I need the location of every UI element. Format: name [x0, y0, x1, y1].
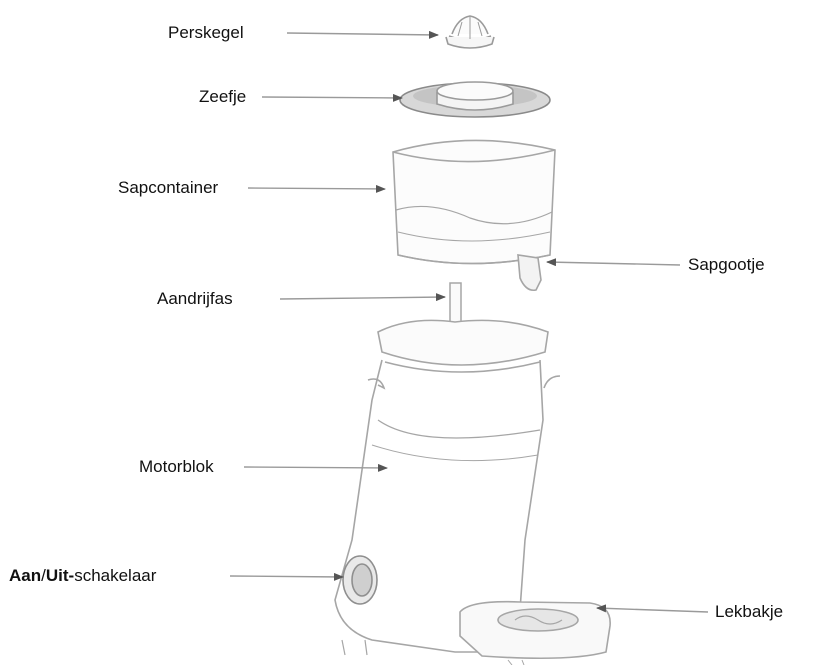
- zeefje-part: [400, 82, 550, 117]
- label-lekbakje: Lekbakje: [715, 602, 783, 622]
- perskegel-part: [446, 16, 494, 48]
- label-aandrijfas: Aandrijfas: [157, 289, 233, 309]
- label-sapgootje: Sapgootje: [688, 255, 765, 275]
- arrow-aan-uit-schakelaar: [230, 576, 343, 577]
- arrow-sapcontainer: [248, 188, 385, 189]
- lekbakje-part: [460, 602, 610, 665]
- label-zeefje: Zeefje: [199, 87, 246, 107]
- label-aan-uit-schakelaar: Aan/Uit-schakelaar: [9, 566, 156, 586]
- label-motorblok: Motorblok: [139, 457, 214, 477]
- label-sapcontainer: Sapcontainer: [118, 178, 218, 198]
- arrow-lekbakje: [597, 608, 708, 612]
- label-perskegel: Perskegel: [168, 23, 244, 43]
- label-schakelaar: schakelaar: [74, 566, 156, 585]
- arrow-motorblok: [244, 467, 387, 468]
- label-aan: Aan: [9, 566, 41, 585]
- arrow-perskegel: [287, 33, 438, 35]
- arrow-sapgootje: [547, 262, 680, 265]
- label-uit: Uit-: [46, 566, 74, 585]
- sapcontainer-part: [393, 140, 555, 290]
- arrow-aandrijfas: [280, 297, 445, 299]
- arrow-zeefje: [262, 97, 402, 98]
